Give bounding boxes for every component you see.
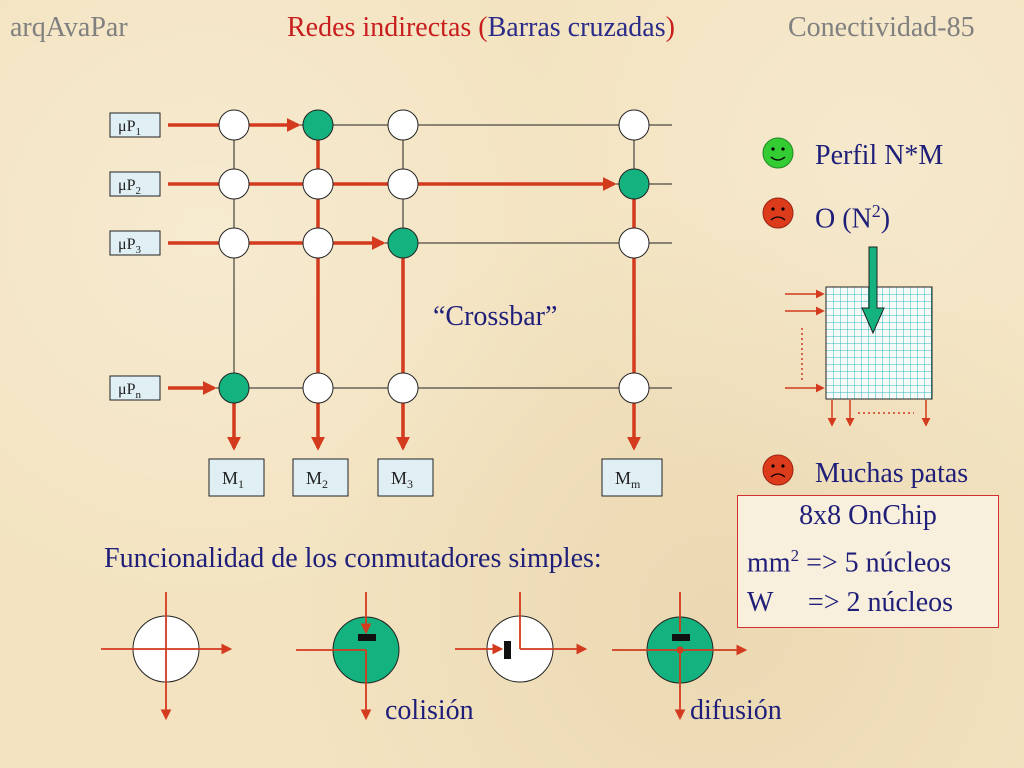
title-paren-open: ( <box>478 12 488 43</box>
memory-box: M2 <box>292 458 349 497</box>
memory-sub: 1 <box>238 477 244 491</box>
onchip-rest: => 5 núcleos <box>799 547 952 579</box>
processor-box: μP1 <box>109 112 161 138</box>
smile-face-icon <box>762 137 794 169</box>
onchip-line-2: mm2 => 5 núcleos <box>738 536 998 583</box>
svg-text:μPn: μPn <box>118 381 141 401</box>
memory-label: M <box>306 468 322 488</box>
switch-node <box>218 168 250 200</box>
switch-node <box>618 372 650 404</box>
frown-face-icon <box>762 454 794 486</box>
complexity-end: ) <box>880 203 891 235</box>
memory-sub: 2 <box>322 477 328 491</box>
switch-node-active <box>302 109 334 141</box>
switch-node <box>387 372 419 404</box>
switch-node-active <box>218 372 250 404</box>
memory-label: M <box>222 468 238 488</box>
processor-sub: 3 <box>135 244 141 256</box>
crossbar-column-lines <box>233 125 635 388</box>
memory-label: M <box>391 468 407 488</box>
onchip-mm: mm <box>747 547 791 579</box>
processor-box: μP3 <box>109 230 161 256</box>
broadcast-label: difusión <box>690 695 782 726</box>
svg-text:M2: M2 <box>306 468 328 491</box>
processor-sub: 1 <box>135 126 141 138</box>
svg-text:M3: M3 <box>391 468 413 491</box>
processor-label: μP <box>118 118 136 135</box>
processor-label: μP <box>118 177 136 194</box>
processor-sub: 2 <box>135 185 141 197</box>
switch-node <box>387 109 419 141</box>
processor-label: μP <box>118 381 136 398</box>
svg-text:μP3: μP3 <box>118 236 141 256</box>
title-paren-inner: Barras cruzadas <box>487 12 666 43</box>
collision-label: colisión <box>385 695 474 726</box>
processor-box: μPn <box>109 375 161 401</box>
switch-illustrations <box>101 592 748 721</box>
processor-box: μP2 <box>109 171 161 197</box>
onchip-line-1: 8x8 OnChip <box>799 500 937 531</box>
onchip-sup: 2 <box>790 546 800 565</box>
switch-node <box>302 227 334 259</box>
switch-node <box>302 372 334 404</box>
switch-node-active <box>387 227 419 259</box>
switch-broadcast <box>612 592 748 721</box>
title-paren-close: ) <box>665 12 675 43</box>
svg-text:Mm: Mm <box>615 468 641 491</box>
title-main: Redes indirectas <box>287 12 479 43</box>
memory-sub: 3 <box>407 477 413 491</box>
memory-box: M3 <box>377 458 434 497</box>
switch-collision-green <box>296 592 400 721</box>
memory-label: M <box>615 468 631 488</box>
switch-node <box>302 168 334 200</box>
switch-node <box>218 109 250 141</box>
property-complexity: O (N2) <box>815 202 890 233</box>
switch-node <box>218 227 250 259</box>
frown-face-icon <box>762 197 794 229</box>
switch-node-active <box>618 168 650 200</box>
crossbar-label: “Crossbar” <box>433 301 558 332</box>
memory-box: Mm <box>601 458 663 497</box>
complexity-sup: 2 <box>871 201 881 221</box>
property-profile: Perfil N*M <box>815 140 944 171</box>
switch-nodes <box>218 109 650 404</box>
switch-passthrough <box>101 592 233 721</box>
chip-grid-illustration <box>785 246 933 427</box>
svg-text:μP2: μP2 <box>118 177 141 197</box>
switch-node <box>618 109 650 141</box>
switch-node <box>387 168 419 200</box>
switch-functionality-title: Funcionalidad de los conmutadores simple… <box>104 543 602 574</box>
course-label: arqAvaPar <box>10 12 128 43</box>
svg-text:μP1: μP1 <box>118 118 141 138</box>
processor-label: μP <box>118 236 136 253</box>
slide-title: Redes indirectas (Barras cruzadas) <box>287 14 675 42</box>
processor-boxes: μP1 μP2 μP3 μPn <box>109 112 161 401</box>
memory-box: M1 <box>208 458 265 497</box>
onchip-info-box: 8x8 OnChip mm2 => 5 núcleos W => 2 núcle… <box>737 495 999 628</box>
switch-node <box>618 227 650 259</box>
svg-text:M1: M1 <box>222 468 244 491</box>
onchip-line-3: W => 2 núcleos <box>747 587 954 619</box>
switch-collision-white <box>455 592 588 683</box>
processor-sub: n <box>135 389 141 401</box>
slide-number-label: Conectividad-85 <box>788 12 975 43</box>
memory-sub: m <box>631 477 641 491</box>
crossbar-row-lines <box>168 124 672 389</box>
complexity-main: O (N <box>815 203 872 235</box>
memory-boxes: M1 M2 M3 Mm <box>208 458 663 497</box>
property-pins: Muchas patas <box>815 458 969 489</box>
